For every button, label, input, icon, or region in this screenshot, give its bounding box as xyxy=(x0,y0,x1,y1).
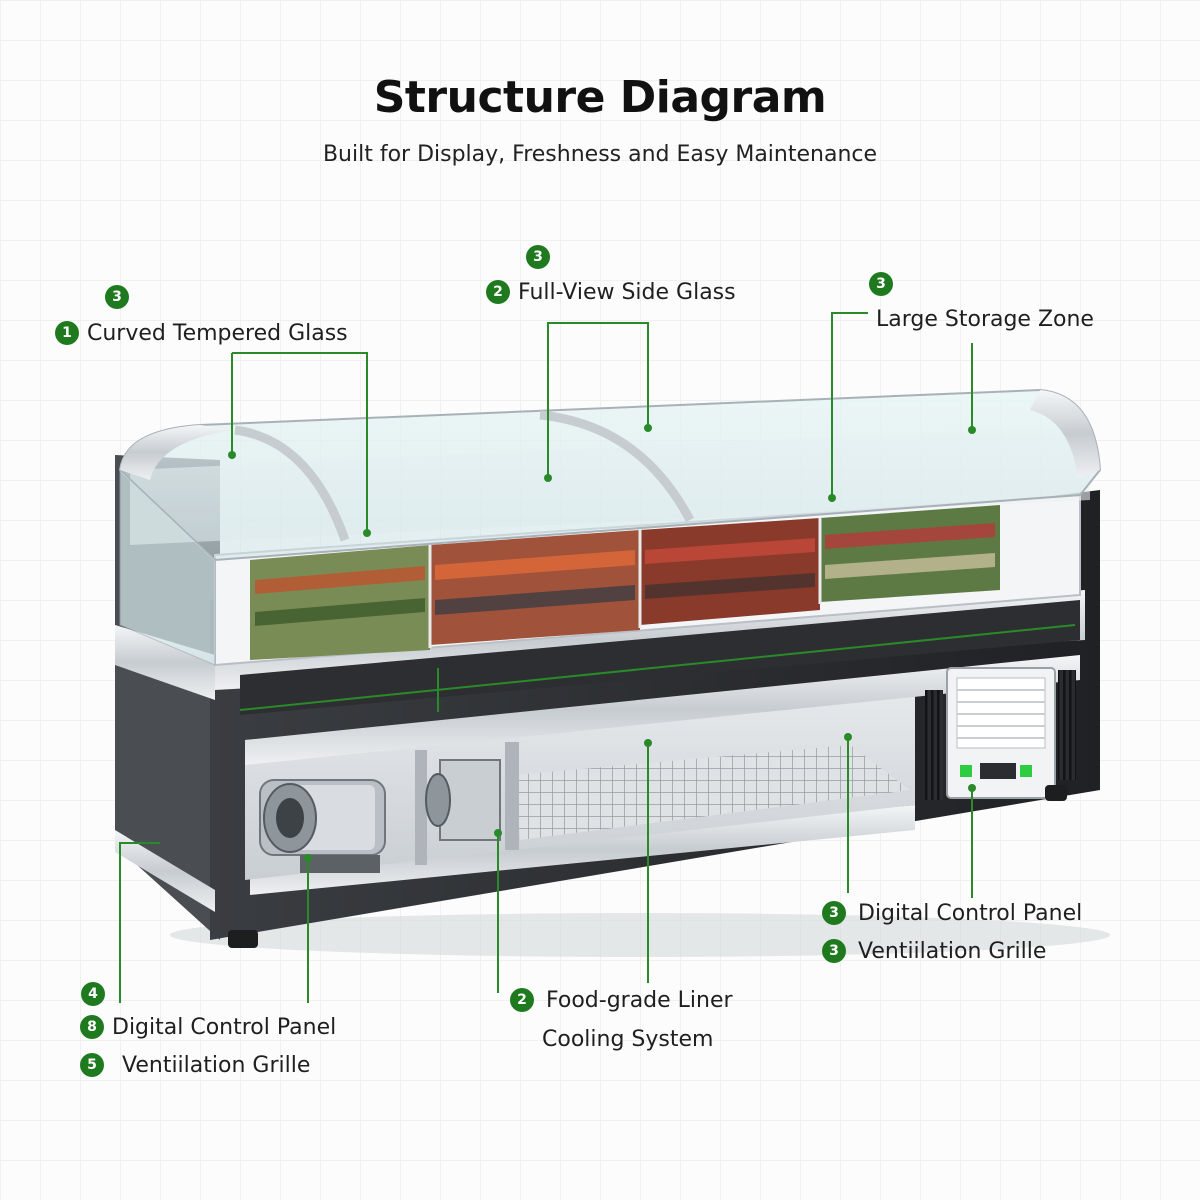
callout-bottom-center-line2: Cooling System xyxy=(542,1024,713,1054)
callout-top-right-text: Large Storage Zone xyxy=(876,306,1094,332)
callout-top-center-text: Full-View Side Glass xyxy=(518,279,736,305)
front-bottom-rail xyxy=(250,805,915,895)
callout-top-right-badge: 3 xyxy=(869,272,893,296)
compartment-divider-2 xyxy=(505,742,519,850)
callout-top-left-number: 1 xyxy=(55,321,79,345)
callout-top-center-number: 2 xyxy=(486,280,510,304)
callout-bottom-center-text-1: Food-grade Liner xyxy=(546,987,733,1013)
left-side-rail-lower xyxy=(115,830,215,912)
display-tub-dark-band xyxy=(240,600,1080,715)
callout-bottom-left-text-2: Ventiilation Grille xyxy=(122,1052,311,1078)
end-glass-left xyxy=(119,468,216,666)
callout-bottom-right-line2: 3 Ventiilation Grille xyxy=(822,936,1046,966)
glass-frame-bar-2 xyxy=(539,410,694,523)
control-box xyxy=(946,667,1056,799)
leader-lines xyxy=(119,312,1076,1003)
foot-front-left xyxy=(228,930,258,948)
callout-bottom-left-badge: 4 xyxy=(81,982,105,1006)
callout-full-view-side-glass: 2 Full-View Side Glass xyxy=(486,277,736,307)
callout-bottom-center-text-2: Cooling System xyxy=(542,1026,714,1052)
callout-bottom-right-number-1: 3 xyxy=(822,901,846,925)
wire-shelf xyxy=(515,745,910,840)
left-side-rail-upper xyxy=(115,625,215,700)
callout-bottom-left-text-1: Digital Control Panel xyxy=(112,1014,337,1040)
callout-bottom-center-line1: 2 Food-grade Liner xyxy=(510,985,733,1015)
callout-top-left-badge: 3 xyxy=(105,285,129,309)
callout-bottom-right-line1: 3 Digital Control Panel xyxy=(822,898,1082,928)
callout-bottom-center-number: 2 xyxy=(510,988,534,1012)
canopy-right-frame xyxy=(1030,390,1100,478)
callout-top-center-badge: 3 xyxy=(526,245,550,269)
callout-large-storage-zone: Large Storage Zone xyxy=(876,304,1094,334)
foot-front-right xyxy=(1045,785,1067,801)
callout-bottom-left-number-1: 8 xyxy=(80,1015,104,1039)
page-title: Structure Diagram xyxy=(373,72,827,123)
wire-dividers xyxy=(428,518,822,648)
callout-bottom-left-number-2: 5 xyxy=(80,1053,104,1077)
compartment-divider-1 xyxy=(415,750,427,865)
page-subtitle: Built for Display, Freshness and Easy Ma… xyxy=(322,142,878,167)
callout-bottom-left-line1: 8 Digital Control Panel xyxy=(80,1012,336,1042)
left-vent xyxy=(925,690,943,800)
canopy-left-frame xyxy=(120,425,235,480)
glass-frame-bar-1 xyxy=(234,425,350,542)
callout-curved-tempered-glass: 1 Curved Tempered Glass xyxy=(55,318,348,348)
callout-bottom-right-text-2: Ventiilation Grille xyxy=(858,938,1047,964)
floor-shadow xyxy=(170,913,1110,957)
compartment-top-rail xyxy=(245,655,1080,765)
food-products xyxy=(250,505,1000,660)
callout-bottom-right-number-2: 3 xyxy=(822,939,846,963)
callout-bottom-right-text-1: Digital Control Panel xyxy=(858,900,1083,926)
right-vent xyxy=(1058,670,1076,780)
callout-bottom-left-line2: 5 Ventiilation Grille xyxy=(80,1050,310,1080)
compressor-motor xyxy=(259,779,386,873)
callout-top-left-text: Curved Tempered Glass xyxy=(87,320,348,346)
condenser-unit xyxy=(425,759,501,841)
